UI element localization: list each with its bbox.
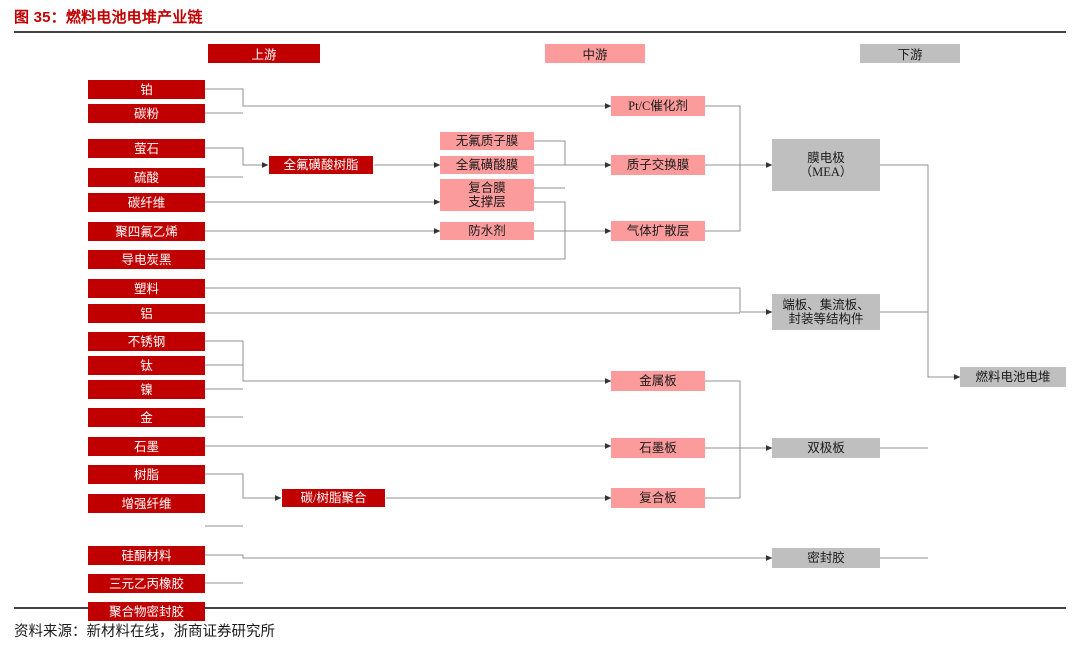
node-waterproof-agent[interactable]: 防水剂: [440, 222, 534, 240]
node-pfsa-membrane[interactable]: 全氟磺酸膜: [440, 156, 534, 174]
node-gas-diffusion-layer[interactable]: 气体扩散层: [611, 221, 705, 241]
node-metal-plate[interactable]: 金属板: [611, 371, 705, 391]
node-carbon-resin-polymer[interactable]: 碳/树脂聚合: [281, 488, 386, 508]
page-title: 图 35：燃料电池电堆产业链: [14, 9, 203, 26]
node-upstream-aluminum[interactable]: 铝: [88, 304, 205, 323]
node-upstream-gold[interactable]: 金: [88, 408, 205, 427]
diagram-canvas: 上游 中游 下游 铂 碳粉 萤石 硫酸 碳纤维 聚四氟乙烯 导电炭黑 塑料 铝 …: [0, 36, 1080, 621]
node-upstream-sulfuric-acid[interactable]: 硫酸: [88, 168, 205, 187]
node-upstream-epdm-rubber[interactable]: 三元乙丙橡胶: [88, 574, 205, 593]
node-graphite-plate[interactable]: 石墨板: [611, 438, 705, 458]
node-fluorine-free-proton-membrane[interactable]: 无氟质子膜: [440, 132, 534, 150]
node-upstream-polymer-sealant[interactable]: 聚合物密封胶: [88, 602, 205, 621]
node-upstream-carbon-powder[interactable]: 碳粉: [88, 104, 205, 123]
node-composite-plate[interactable]: 复合板: [611, 488, 705, 508]
source-divider: [14, 607, 1066, 609]
node-upstream-fluorite[interactable]: 萤石: [88, 139, 205, 158]
node-upstream-plastic[interactable]: 塑料: [88, 279, 205, 298]
node-sealant[interactable]: 密封胶: [772, 548, 880, 568]
node-upstream-stainless-steel[interactable]: 不锈钢: [88, 332, 205, 351]
node-upstream-graphite[interactable]: 石墨: [88, 437, 205, 456]
connector-layer: [205, 88, 961, 584]
source-note: 资料来源：新材料在线，浙商证券研究所: [14, 624, 275, 640]
node-proton-exchange-membrane[interactable]: 质子交换膜: [611, 155, 705, 175]
title-divider: [14, 31, 1066, 33]
node-upstream-silicone[interactable]: 硅酮材料: [88, 546, 205, 565]
node-end-plate-structures[interactable]: 端板、集流板、 封装等结构件: [772, 294, 880, 330]
node-upstream-reinforced-fiber[interactable]: 增强纤维: [88, 494, 205, 513]
node-bipolar-plate[interactable]: 双极板: [772, 438, 880, 458]
header-upstream: 上游: [208, 44, 320, 63]
node-upstream-conductive-carbon-black[interactable]: 导电炭黑: [88, 250, 205, 269]
node-upstream-resin[interactable]: 树脂: [88, 465, 205, 484]
node-upstream-nickel[interactable]: 镍: [88, 380, 205, 399]
header-midstream: 中游: [545, 44, 645, 63]
node-upstream-carbon-fiber[interactable]: 碳纤维: [88, 193, 205, 212]
node-upstream-ptfe[interactable]: 聚四氟乙烯: [88, 222, 205, 241]
node-membrane-electrode-assembly[interactable]: 膜电极 （MEA）: [772, 139, 880, 191]
node-composite-membrane[interactable]: 复合膜: [440, 179, 534, 197]
node-support-layer[interactable]: 支撑层: [440, 193, 534, 211]
node-upstream-titanium[interactable]: 钛: [88, 356, 205, 375]
node-ptc-catalyst[interactable]: Pt/C催化剂: [611, 96, 705, 116]
node-pfsa-resin[interactable]: 全氟磺酸树脂: [268, 155, 374, 175]
header-downstream: 下游: [860, 44, 960, 63]
node-upstream-platinum[interactable]: 铂: [88, 80, 205, 99]
node-fuel-cell-stack[interactable]: 燃料电池电堆: [960, 367, 1066, 387]
